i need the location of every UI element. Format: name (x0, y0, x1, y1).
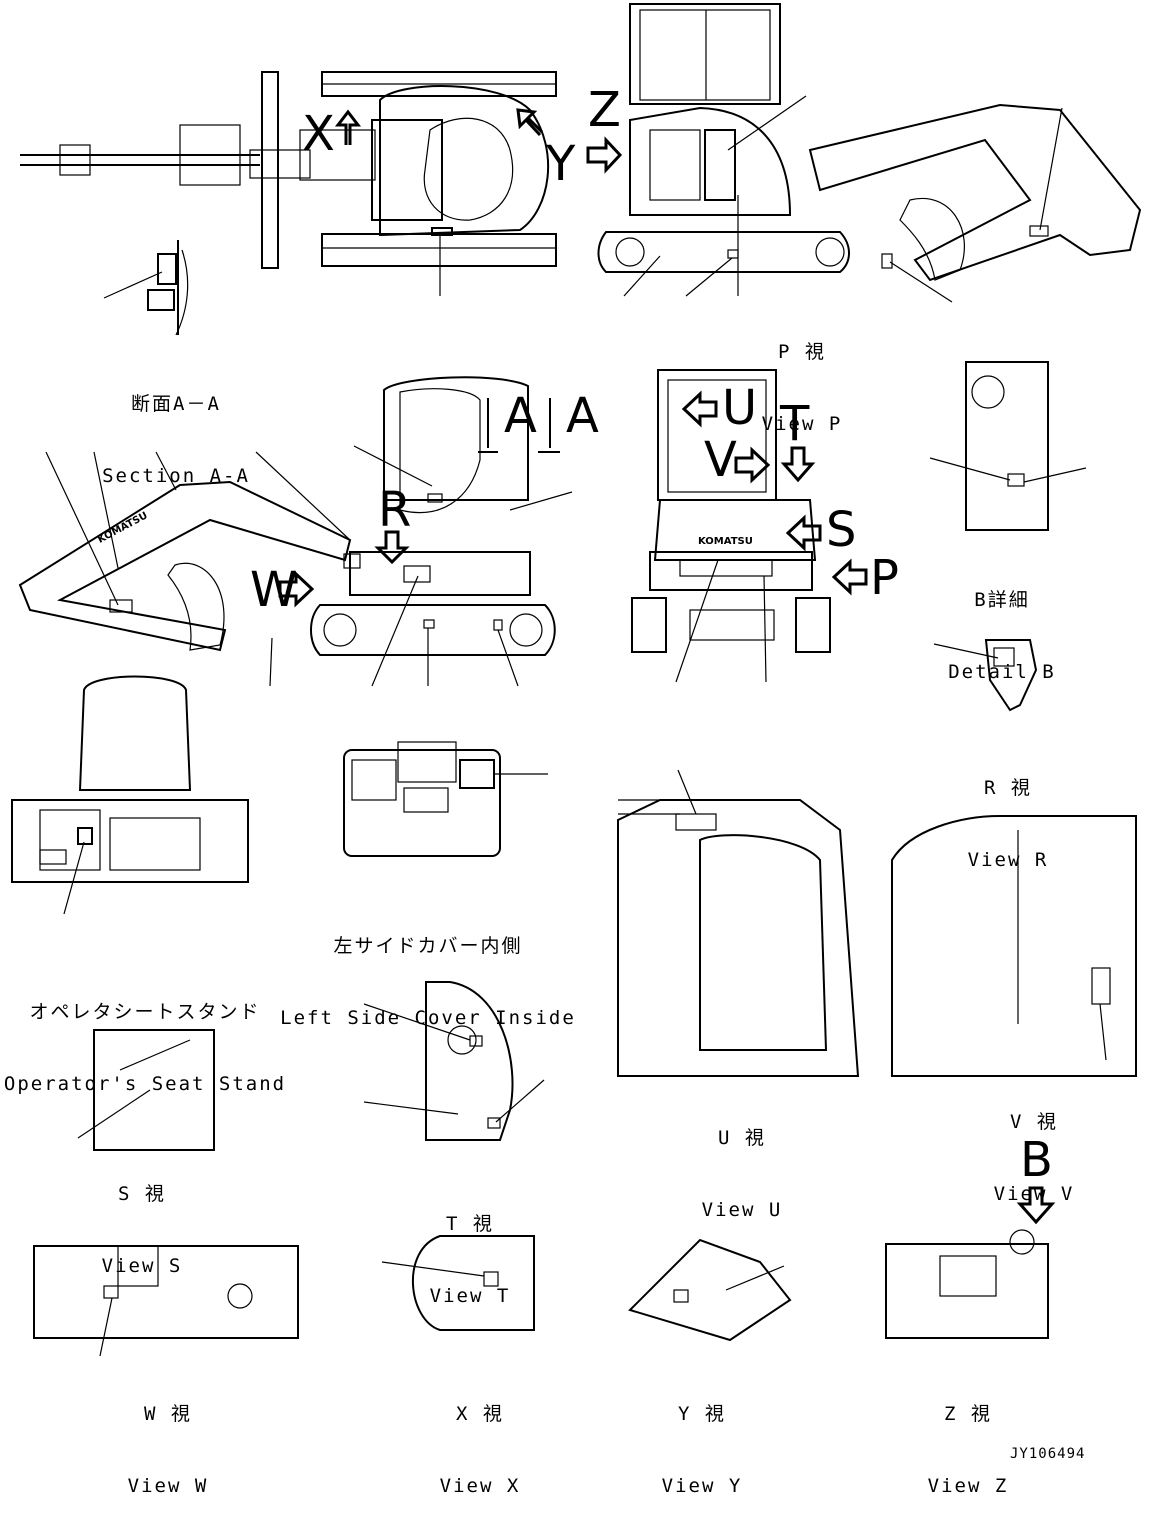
caption-section-aa-en: Section A-A (102, 465, 250, 487)
caption-view-z-en: View Z (927, 1475, 1009, 1497)
caption-seat-stand-jp: オペレタシートスタンド (29, 1001, 261, 1023)
document-id: JY106494 (1010, 1446, 1086, 1462)
view-w-detail (33, 1245, 299, 1357)
arrow-label-w: W (250, 562, 298, 618)
caption-view-u-en: View U (701, 1199, 783, 1221)
view-u-panel (617, 769, 860, 1077)
caption-view-t-jp: T 視 (446, 1213, 494, 1235)
caption-view-u: U 視 View U (692, 1078, 792, 1246)
caption-view-r: R 視 View R (958, 728, 1058, 896)
caption-view-v-jp: V 視 (1010, 1111, 1058, 1133)
arrow-label-r: R (378, 482, 412, 538)
arrow-label-t: T (780, 396, 810, 452)
caption-view-p: P 視 View P (752, 292, 852, 460)
left-side-view (18, 376, 573, 687)
arrow-label-a-left: A (504, 388, 537, 444)
brand-decal-rear: KOMATSU (698, 536, 753, 547)
arrow-label-z: Z (588, 82, 621, 138)
caption-seat-stand-en: Operator's Seat Stand (3, 1073, 287, 1095)
caption-view-p-en: View P (761, 413, 843, 435)
caption-view-z-jp: Z 視 (944, 1403, 992, 1425)
arrow-label-a-right: A (566, 388, 599, 444)
arrow-label-y: Y (546, 136, 576, 192)
caption-view-y-en: View Y (661, 1475, 743, 1497)
caption-view-s: S 視 View S (92, 1134, 192, 1302)
detail-b-view (929, 361, 1087, 531)
left-cover-inside-view (343, 741, 548, 857)
top-plan-view (20, 71, 557, 296)
arrow-label-b: B (1020, 1132, 1053, 1188)
view-p-side (586, 3, 1142, 303)
caption-detail-b-en: Detail B (948, 661, 1056, 683)
view-r-detail (933, 639, 1038, 712)
arrow-label-v: V (704, 432, 737, 488)
caption-left-cover-jp: 左サイドカバー内側 (333, 935, 523, 957)
caption-left-cover-en: Left Side Cover Inside (280, 1007, 576, 1029)
caption-section-aa-jp: 断面A－A (131, 393, 221, 415)
caption-view-x: X 視 View X (430, 1354, 530, 1522)
caption-view-w-en: View W (127, 1475, 209, 1497)
caption-view-s-en: View S (101, 1255, 183, 1277)
view-z-detail (885, 1186, 1056, 1339)
caption-view-v: V 視 View V (984, 1062, 1084, 1230)
view-s-detail (77, 1029, 215, 1151)
caption-section-aa: 断面A－A Section A-A (96, 344, 256, 512)
arrow-label-p: P (870, 550, 899, 606)
caption-view-w-jp: W 視 (144, 1403, 192, 1425)
caption-view-r-en: View R (967, 849, 1049, 871)
arrow-label-x: X (302, 106, 335, 162)
caption-seat-stand: オペレタシートスタンド Operator's Seat Stand (0, 952, 290, 1120)
caption-view-u-jp: U 視 (718, 1127, 766, 1149)
caption-view-x-en: View X (439, 1475, 521, 1497)
caption-view-p-jp: P 視 (778, 341, 826, 363)
view-y-detail (628, 1238, 792, 1342)
view-t-detail (363, 981, 545, 1141)
view-v-panel (891, 815, 1137, 1077)
caption-detail-b-jp: B詳細 (974, 589, 1030, 611)
caption-view-z: Z 視 View Z (918, 1354, 1018, 1522)
section-aa-view (103, 240, 189, 336)
caption-detail-b: B詳細 Detail B (946, 540, 1058, 708)
caption-view-t: T 視 View T (420, 1164, 520, 1332)
caption-view-w: W 視 View W (118, 1354, 218, 1522)
caption-view-y-jp: Y 視 (678, 1403, 726, 1425)
caption-view-x-jp: X 視 (456, 1403, 504, 1425)
caption-left-cover: 左サイドカバー内側 Left Side Cover Inside (270, 886, 586, 1054)
caption-view-s-jp: S 視 (118, 1183, 166, 1205)
view-x-detail (381, 1235, 535, 1331)
seat-stand-view (11, 675, 249, 915)
arrow-label-s: S (826, 502, 857, 558)
arrow-label-u: U (722, 380, 758, 436)
drawing-linework (11, 3, 1142, 1357)
parts-diagram-sheet: X Z Y A A R W U V T S P B KOMATSU KOMATS… (0, 3, 1142, 1497)
caption-view-y: Y 視 View Y (652, 1354, 752, 1522)
caption-view-r-jp: R 視 (984, 777, 1032, 799)
rear-view (631, 369, 868, 683)
caption-view-v-en: View V (993, 1183, 1075, 1205)
caption-view-t-en: View T (429, 1285, 511, 1307)
